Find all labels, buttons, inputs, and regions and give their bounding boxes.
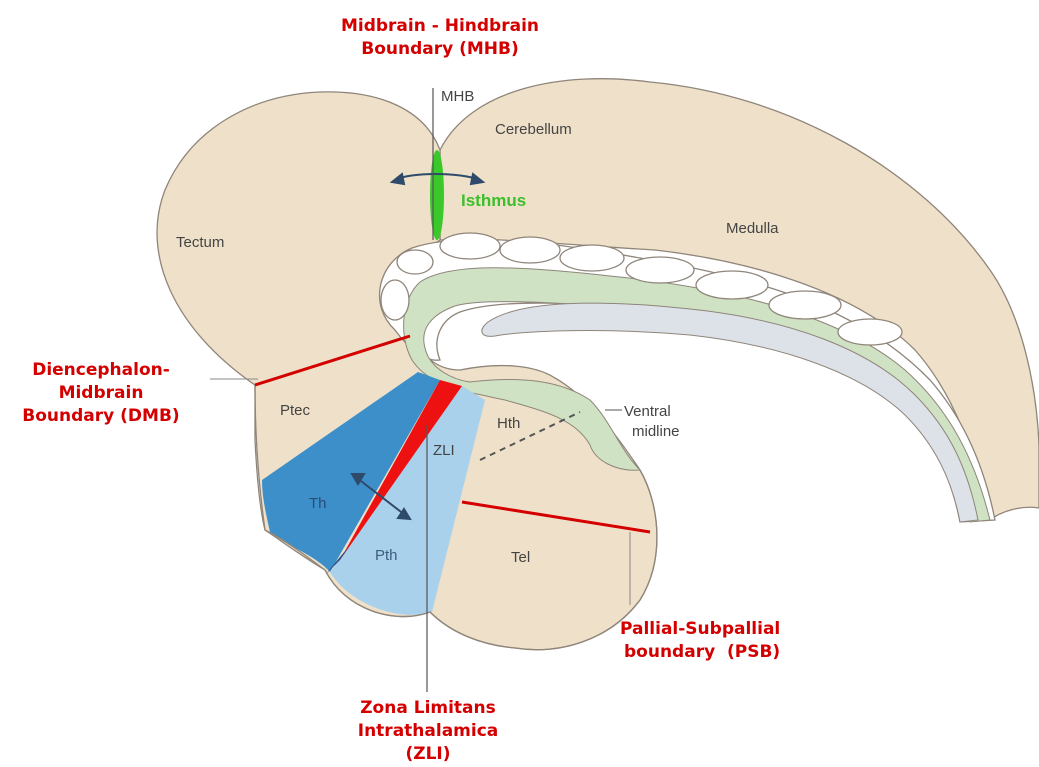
dmb-boundary-label-3: Boundary (DMB) <box>22 406 179 426</box>
ventral-midline-label-1: Ventral <box>624 403 671 420</box>
medulla-label: Medulla <box>726 220 779 237</box>
cerebellum-label: Cerebellum <box>495 121 572 138</box>
isthmus-marker <box>430 150 444 240</box>
zli-boundary-label-2: Intrathalamica <box>358 721 499 741</box>
zli-boundary-label-1: Zona Limitans <box>360 698 496 718</box>
isthmus-label: Isthmus <box>461 191 526 210</box>
pth-label: Pth <box>375 547 398 564</box>
zli-label: ZLI <box>433 442 455 459</box>
dmb-boundary-label-2: Midbrain <box>59 383 144 403</box>
dmb-boundary-label-1: Diencephalon- <box>32 360 170 380</box>
tectum-label: Tectum <box>176 234 224 251</box>
hth-label: Hth <box>497 415 520 432</box>
mhb-boundary-label-2: Boundary (MHB) <box>361 39 519 59</box>
mhb-boundary-label-1: Midbrain - Hindbrain <box>341 16 539 36</box>
mhb-label: MHB <box>441 88 474 105</box>
ventral-midline-label-2: midline <box>632 423 680 440</box>
zli-boundary-label-3: (ZLI) <box>405 744 450 764</box>
psb-boundary-label-1: Pallial-Subpallial <box>620 619 780 639</box>
th-label: Th <box>309 495 327 512</box>
ptec-label: Ptec <box>280 402 311 419</box>
psb-boundary-label-2: boundary (PSB) <box>624 642 780 662</box>
tel-label: Tel <box>511 549 530 566</box>
